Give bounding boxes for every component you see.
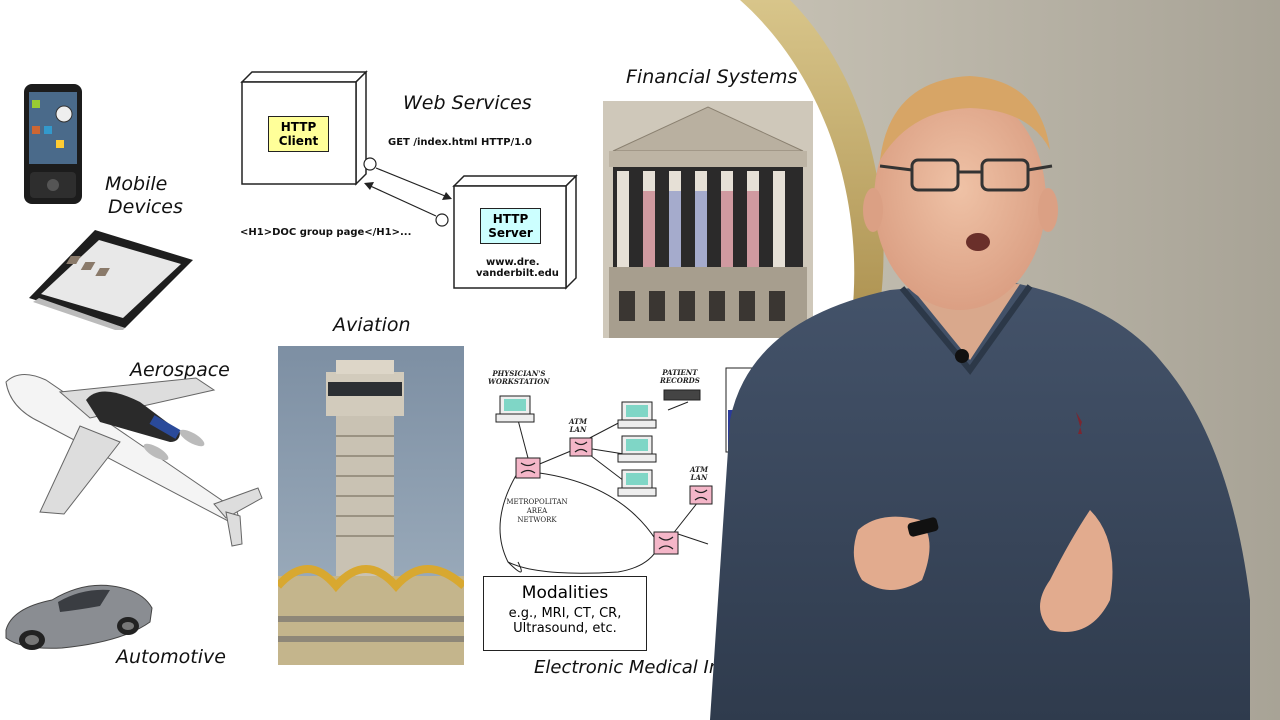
presenter-image <box>710 76 1250 720</box>
mobile-caption: Mobile <box>105 173 168 195</box>
modalities-line2: Ultrasound, etc. <box>513 621 617 636</box>
metro-network-label: METROPOLITAN AREA NETWORK <box>506 498 568 524</box>
http-server-label: HTTP Server <box>480 208 541 244</box>
tablet-image <box>29 230 193 330</box>
sports-car-image <box>5 584 153 650</box>
modalities-title: Modalities <box>521 583 609 603</box>
shuttle-carrier-image <box>5 374 263 547</box>
devices-caption: Devices <box>108 196 183 218</box>
control-tower-image <box>278 346 464 665</box>
http-client-label: HTTP Client <box>268 116 329 152</box>
atm-lan-label-b: ATM LAN <box>690 465 709 482</box>
mobile-phone-image <box>24 84 82 204</box>
aviation-caption: Aviation <box>333 314 411 336</box>
http-response-text: <H1>DOC group page</H1>... <box>240 227 412 238</box>
server-host-line2: vanderbilt.edu <box>476 268 559 279</box>
http-request-text: GET /index.html HTTP/1.0 <box>388 137 532 148</box>
server-host-line1: www.dre. <box>486 257 540 268</box>
automotive-caption: Automotive <box>116 646 226 668</box>
modalities-box: Modalities e.g., MRI, CT, CR, Ultrasound… <box>483 576 647 651</box>
stock-exchange-image <box>603 101 813 338</box>
modalities-line1: e.g., MRI, CT, CR, <box>508 606 622 621</box>
atm-lan-label-a: ATM LAN <box>569 417 588 434</box>
web-services-diagram <box>240 70 578 290</box>
patient-records-label: PATIENT RECORDS <box>660 368 700 385</box>
web-services-caption: Web Services <box>403 92 532 114</box>
financial-systems-caption: Financial Systems <box>626 66 798 88</box>
physician-label: PHYSICIAN'S WORKSTATION <box>488 369 550 386</box>
medical-imaging-caption: Electronic Medical Imagi <box>534 657 754 678</box>
aerospace-caption: Aerospace <box>130 359 230 381</box>
